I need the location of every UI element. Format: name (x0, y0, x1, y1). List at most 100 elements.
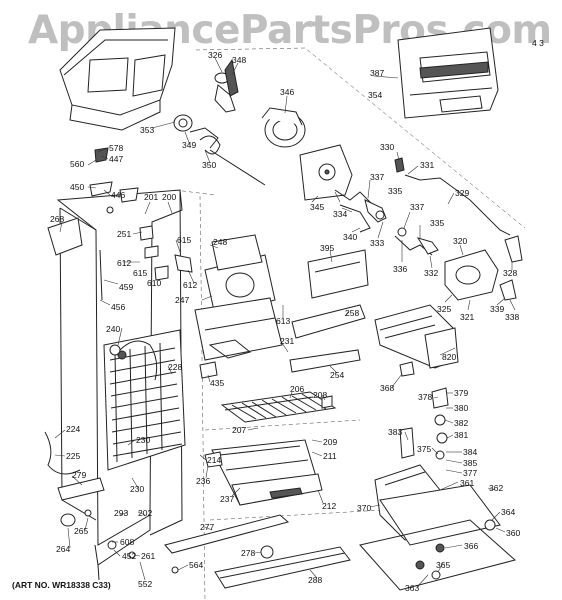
label-261: 261 (141, 551, 155, 561)
label-459: 459 (119, 282, 133, 292)
label-368: 368 (380, 383, 394, 393)
art-number: (ART NO. WR18338 C33) (12, 580, 111, 590)
label-264: 264 (56, 544, 70, 554)
label-337-a: 337 (370, 172, 384, 182)
label-363: 363 (405, 583, 419, 593)
label-450: 450 (70, 182, 84, 192)
label-353: 353 (140, 125, 154, 135)
label-375: 375 (417, 444, 431, 454)
label-560: 560 (70, 159, 84, 169)
label-346: 346 (280, 87, 294, 97)
label-230-a: 230 (136, 435, 150, 445)
label-820: 820 (442, 352, 456, 362)
label-340: 340 (343, 232, 357, 242)
label-362: 362 (489, 483, 503, 493)
label-206: 206 (290, 384, 304, 394)
label-348: 348 (232, 55, 246, 65)
evaporator-coil (103, 329, 186, 471)
label-446: 446 (111, 190, 125, 200)
label-277: 277 (200, 522, 214, 532)
label-335-a: 335 (388, 186, 402, 196)
label-452: 452 (122, 551, 136, 561)
dispenser-housing (299, 144, 373, 205)
label-248: 248 (213, 237, 227, 247)
ice-maker (374, 304, 459, 369)
fan-shroud (194, 234, 283, 361)
label-201: 201 (144, 192, 158, 202)
label-236: 236 (196, 476, 210, 486)
ice-bucket (59, 27, 176, 131)
label-337-b: 337 (410, 202, 424, 212)
label-385: 385 (463, 458, 477, 468)
label-208: 208 (313, 390, 327, 400)
label-615-a: 615 (177, 235, 191, 245)
label-334: 334 (333, 209, 347, 219)
label-320: 320 (453, 236, 467, 246)
label-330: 330 (380, 142, 394, 152)
label-247: 247 (175, 295, 189, 305)
label-384: 384 (463, 447, 477, 457)
dispenser-door (397, 27, 499, 119)
label-251: 251 (117, 229, 131, 239)
label-608: 608 (120, 537, 134, 547)
label-329: 329 (455, 188, 469, 198)
label-212: 212 (322, 501, 336, 511)
label-230-b: 230 (130, 484, 144, 494)
label-211: 211 (323, 451, 337, 461)
label-293: 293 (114, 508, 128, 518)
label-254: 254 (330, 370, 344, 380)
label-345: 345 (310, 202, 324, 212)
label-240: 240 (106, 324, 120, 334)
label-413: 4 3 (532, 38, 544, 48)
label-288: 288 (308, 575, 322, 585)
label-331: 331 (420, 160, 434, 170)
label-328: 328 (503, 268, 517, 278)
label-378: 378 (418, 392, 432, 402)
linkage-parts (339, 157, 511, 256)
label-335-b: 335 (430, 218, 444, 228)
label-207: 207 (232, 425, 246, 435)
label-360: 360 (506, 528, 520, 538)
label-339: 339 (490, 304, 504, 314)
wire-shelf (220, 391, 337, 423)
label-387: 387 (370, 68, 384, 78)
label-354: 354 (368, 90, 382, 100)
label-613: 613 (276, 316, 290, 326)
label-237: 237 (220, 494, 234, 504)
label-380: 380 (454, 403, 468, 413)
label-214: 214 (207, 455, 221, 465)
label-435: 435 (210, 378, 224, 388)
label-228: 228 (168, 362, 182, 372)
label-564: 564 (189, 560, 203, 570)
label-338: 338 (505, 312, 519, 322)
label-349: 349 (182, 140, 196, 150)
label-456: 456 (111, 302, 125, 312)
label-325: 325 (437, 304, 451, 314)
label-383: 383 (388, 427, 402, 437)
label-370: 370 (357, 503, 371, 513)
label-377: 377 (463, 468, 477, 478)
label-225: 225 (66, 451, 80, 461)
label-332: 332 (424, 268, 438, 278)
label-382: 382 (454, 418, 468, 428)
label-612-a: 612 (117, 258, 131, 268)
bottom-rail (164, 514, 351, 589)
small-parts (44, 58, 441, 580)
label-258: 258 (345, 308, 359, 318)
bracket-395 (307, 249, 369, 299)
label-364: 364 (501, 507, 515, 517)
label-379: 379 (454, 388, 468, 398)
label-202: 202 (138, 508, 152, 518)
label-381: 381 (454, 430, 468, 440)
label-610: 610 (147, 278, 161, 288)
label-200: 200 (162, 192, 176, 202)
label-552: 552 (138, 579, 152, 589)
label-336: 336 (393, 264, 407, 274)
label-268: 268 (50, 214, 64, 224)
label-279: 279 (72, 470, 86, 480)
label-578: 578 (109, 143, 123, 153)
label-278: 278 (241, 548, 255, 558)
label-350: 350 (202, 160, 216, 170)
